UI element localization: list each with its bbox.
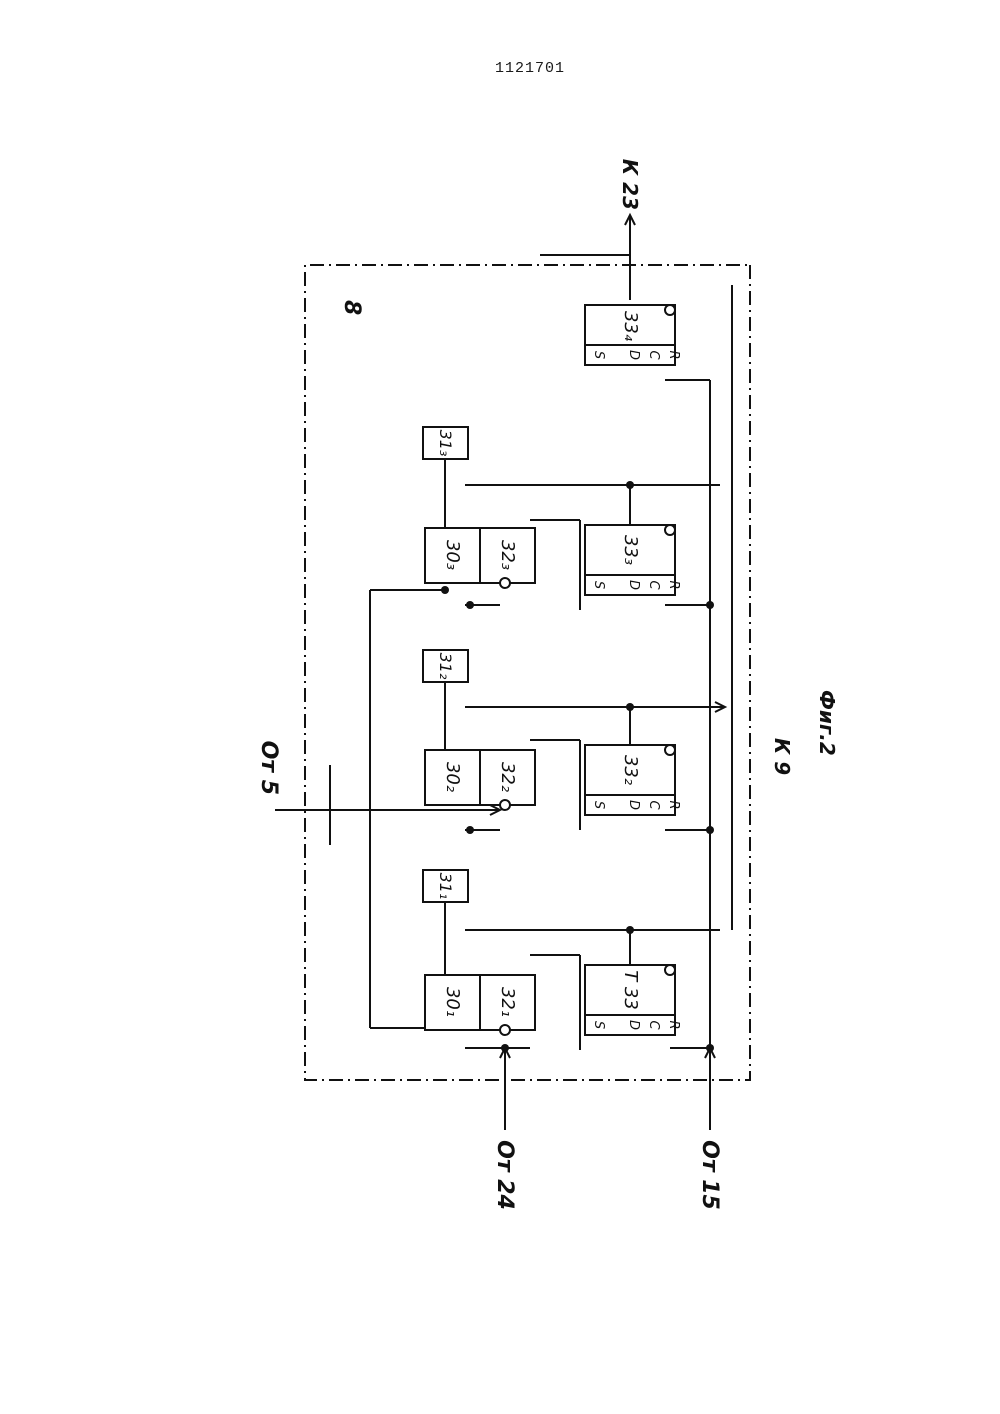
svg-text:R: R xyxy=(666,580,681,589)
svg-text:31₂: 31₂ xyxy=(436,653,455,680)
svg-text:S: S xyxy=(591,581,606,589)
svg-text:R: R xyxy=(666,1020,681,1029)
block-31-3: 31₃ xyxy=(423,427,468,459)
svg-text:R: R xyxy=(666,350,681,359)
input-label-from15: От 15 xyxy=(697,1140,722,1210)
svg-text:30₃: 30₃ xyxy=(442,540,463,570)
block-31-1: 31₁ xyxy=(423,870,468,902)
block-30-3: 30₃ xyxy=(425,528,480,583)
flip-flop-33: T 33 S D C R xyxy=(585,965,681,1035)
flip-flop-33-3: 33₃ S D C R xyxy=(585,525,681,595)
block-30-1: 30₁ xyxy=(425,975,480,1030)
svg-text:S: S xyxy=(591,351,606,359)
figure-caption: Фиг.2 xyxy=(815,690,839,756)
input-label-from24: От 24 xyxy=(492,1140,517,1210)
svg-text:R: R xyxy=(666,800,681,809)
svg-text:32₃: 32₃ xyxy=(497,540,518,570)
input-label-from5: От 5 xyxy=(256,741,281,795)
flip-flop-33-4: 33₄ S D C R xyxy=(585,305,681,365)
flip-flop-33-2: 33₂ S D C R xyxy=(585,745,681,815)
output-label-k23: К 23 xyxy=(618,159,642,210)
svg-text:33₂: 33₂ xyxy=(620,755,641,785)
svg-text:S: S xyxy=(591,801,606,809)
svg-text:31₁: 31₁ xyxy=(436,873,455,900)
svg-text:D: D xyxy=(626,800,641,810)
svg-text:T 33: T 33 xyxy=(620,970,641,1010)
svg-text:C: C xyxy=(646,800,661,810)
svg-text:C: C xyxy=(646,580,661,590)
svg-text:C: C xyxy=(646,1020,661,1030)
block-30-2: 30₂ xyxy=(425,750,480,805)
svg-text:31₃: 31₃ xyxy=(436,430,455,457)
block-32-1: 32₁ xyxy=(480,975,535,1035)
svg-text:32₁: 32₁ xyxy=(497,987,518,1017)
unit-label: 8 xyxy=(339,300,364,315)
block-32-3: 32₃ xyxy=(480,528,535,588)
svg-text:32₂: 32₂ xyxy=(497,762,518,792)
unit-frame xyxy=(305,265,750,1080)
svg-text:D: D xyxy=(626,1020,641,1030)
svg-text:S: S xyxy=(591,1021,606,1029)
svg-text:33₃: 33₃ xyxy=(620,535,641,565)
svg-text:D: D xyxy=(626,350,641,360)
svg-text:D: D xyxy=(626,580,641,590)
output-label-k9: К 9 xyxy=(770,738,794,775)
block-32-2: 32₂ xyxy=(480,750,535,810)
svg-text:30₁: 30₁ xyxy=(442,987,463,1017)
svg-text:C: C xyxy=(646,350,661,360)
svg-text:30₂: 30₂ xyxy=(442,762,463,792)
svg-text:33₄: 33₄ xyxy=(620,311,641,342)
block-31-2: 31₂ xyxy=(423,650,468,682)
